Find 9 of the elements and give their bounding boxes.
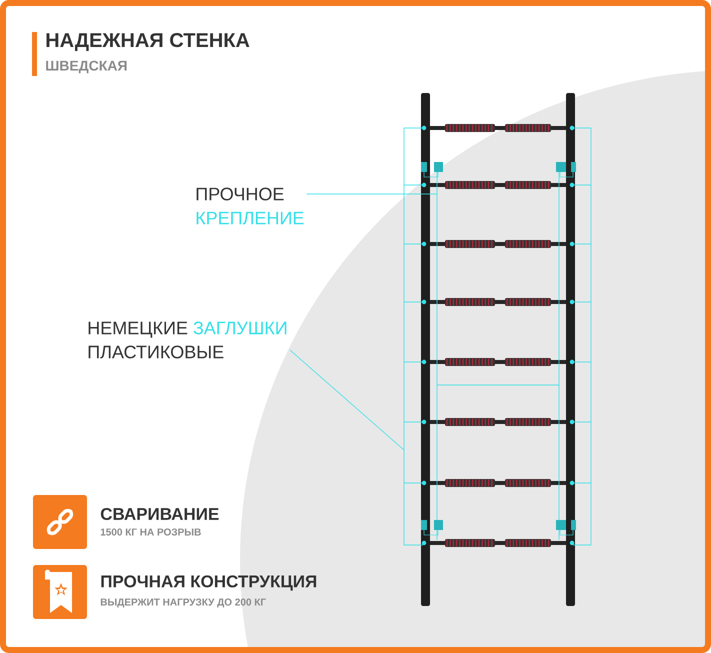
leader-line [290,350,404,450]
feature-note: 1500 КГ НА РОЗРЫВ [100,528,201,536]
subtitle: ШВЕДСКАЯ [46,60,127,74]
callout-text: ПРОЧНОЕ КРЕПЛЕНИЕ [196,188,304,224]
feature-title: СВАРИВАНИЕ [100,508,219,520]
feature-title: ПРОЧНАЯ КОНСТРУКЦИЯ [101,575,316,591]
callout-text: НЕМЕЦКИЕ ЗАГЛУШКИ ПЛАСТИКОВЫЕ [88,322,286,358]
title: НАДЕЖНАЯ СТЕНКА [46,33,250,51]
feature-note: ВЫДЕРЖИТ НАГРУЗКУ ДО 200 КГ [100,598,266,608]
